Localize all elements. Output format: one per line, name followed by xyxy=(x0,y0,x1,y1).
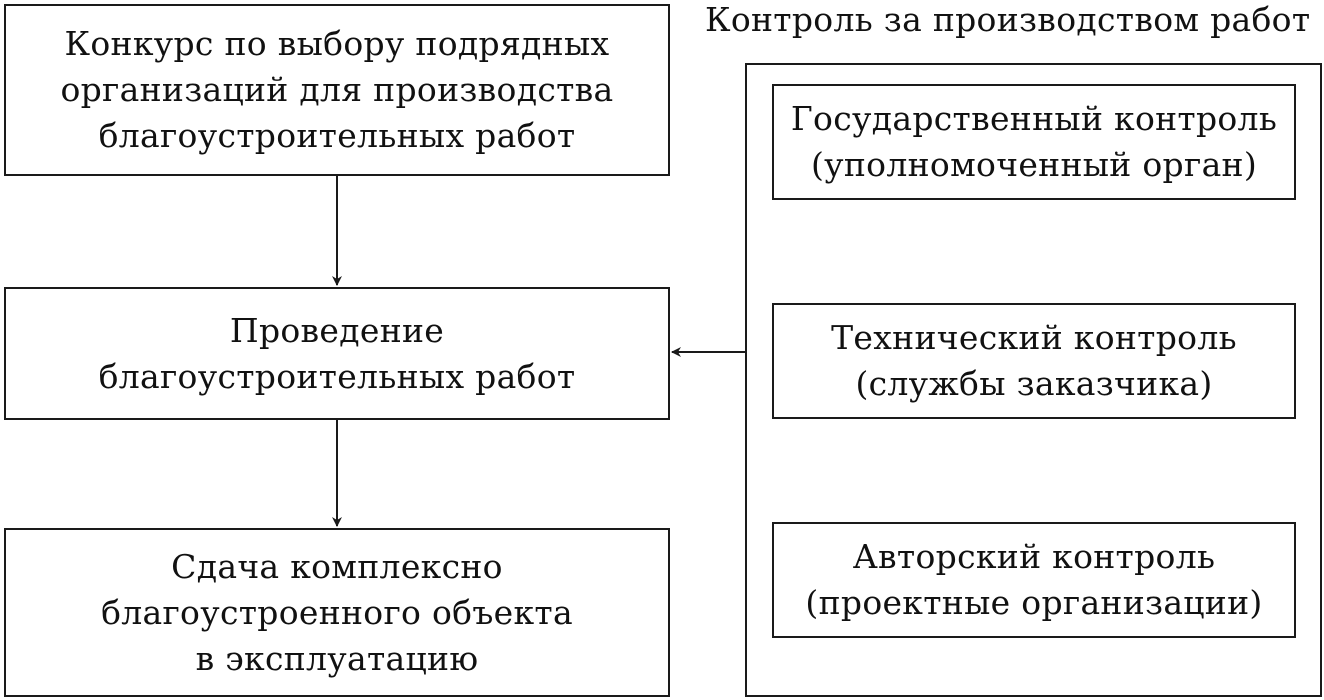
contractor-contest-box: Конкурс по выбору подрядных организаций … xyxy=(4,4,670,176)
state-control-line-1: Государственный контроль xyxy=(790,99,1278,138)
state-control-box: Государственный контроль (уполномоченный… xyxy=(772,84,1296,200)
handover-line-2: благоустроенного объекта xyxy=(101,592,573,632)
object-handover-box: Сдача комплексно благоустроенного объект… xyxy=(4,528,670,697)
technical-control-box: Технический контроль (службы заказчика) xyxy=(772,303,1296,419)
author-control-box: Авторский контроль (проектные организаци… xyxy=(772,522,1296,638)
landscaping-works-box: Проведение благоустроительных работ xyxy=(4,287,670,420)
control-group-title: Контроль за производством работ xyxy=(705,0,1311,39)
author-control-line-2: (проектные организации) xyxy=(805,583,1263,622)
author-control-line-1: Авторский контроль xyxy=(852,537,1216,576)
handover-line-1: Сдача комплексно xyxy=(171,546,503,586)
contest-line-3: благоустроительных работ xyxy=(98,116,576,155)
contest-line-1: Конкурс по выбору подрядных xyxy=(64,24,610,63)
control-group-frame xyxy=(745,63,1322,697)
contest-line-2: организаций для производства xyxy=(60,70,614,109)
works-line-2: благоустроительных работ xyxy=(98,356,576,396)
works-line-1: Проведение xyxy=(229,310,445,350)
technical-control-line-2: (службы заказчика) xyxy=(855,364,1213,403)
state-control-line-2: (уполномоченный орган) xyxy=(810,145,1258,184)
technical-control-line-1: Технический контроль xyxy=(831,318,1237,357)
handover-line-3: в эксплуатацию xyxy=(195,638,479,678)
